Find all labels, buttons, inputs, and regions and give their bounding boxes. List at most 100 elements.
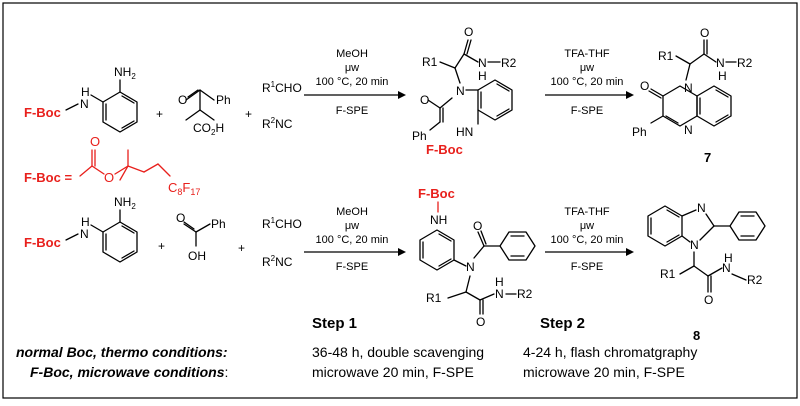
ugi-product-1: N O N H R2 R1 O Ph HN F-Boc [412, 25, 517, 157]
ketone-o-1: O [420, 93, 429, 107]
r2-label-p1: R2 [501, 56, 517, 70]
reaction-arrow-4: TFA-THF μw 100 °C, 20 min F-SPE [545, 206, 634, 273]
aniline-reactant-1: NH2 H N F-Boc [24, 65, 138, 133]
o-label-1: O [178, 93, 187, 107]
phenylglyoxylic-acid: O Ph CO2H [178, 89, 231, 137]
ph-label-1: Ph [216, 93, 231, 107]
amide-o-8: O [704, 293, 713, 307]
nh2-label-2: NH2 [114, 195, 136, 211]
amide-n-8: N [722, 261, 731, 275]
amide-h-7: H [718, 69, 727, 83]
reaction-arrow-1: MeOH μw 100 °C, 20 min F-SPE [304, 48, 406, 117]
footer-row2-label: F-Boc, microwave conditions: [30, 364, 228, 380]
cond4-mw: μw [580, 220, 594, 232]
o-label-acid: O [176, 211, 185, 225]
amide-h-1: H [478, 69, 487, 83]
benzoyl-o: O [473, 219, 482, 233]
footer-row2-step1: microwave 20 min, F-SPE [312, 364, 474, 380]
nh2-label: NH2 [114, 65, 136, 81]
cond1-temp: 100 °C, 20 min [316, 76, 389, 88]
n-label-2: N [80, 227, 89, 241]
cond4-solvent: TFA-THF [564, 206, 609, 218]
frame-border [2, 2, 798, 399]
cond3-temp: 100 °C, 20 min [316, 234, 389, 246]
r1-label-p2: R1 [426, 291, 442, 305]
cond2-mw: μw [580, 62, 594, 74]
amide-h-p2: H [495, 275, 504, 289]
r2-label-7: R2 [737, 56, 753, 70]
ring-o-7: O [640, 79, 649, 93]
benzimidazole-product-8: N N R1 O N H R2 [647, 201, 766, 307]
ph-label-7: Ph [632, 125, 647, 139]
plus-4: + [238, 241, 245, 255]
footer-row1-step1: 36-48 h, double scavenging [312, 344, 484, 360]
amide-nh-1: N [478, 56, 487, 70]
r1-label-p1: R1 [422, 55, 438, 69]
reaction-arrow-3: MeOH μw 100 °C, 20 min F-SPE [304, 206, 406, 273]
n-label: N [80, 97, 89, 111]
amide-h-8: H [724, 251, 733, 265]
r1cho-label-1: R1CHO [262, 80, 302, 95]
r2-label-8: R2 [747, 273, 763, 287]
r2nc-label-2: R2NC [262, 254, 293, 269]
cond1-workup: F-SPE [336, 105, 368, 117]
hn-label-p1: HN [456, 125, 473, 139]
plus-2: + [245, 107, 252, 121]
ring-n-7: N [684, 81, 693, 95]
c8f17-label: C8F17 [168, 180, 200, 197]
amide-o-p2: O [476, 315, 485, 329]
footer-row1-label: normal Boc, thermo conditions: [16, 344, 228, 360]
step-2-label: Step 2 [540, 315, 585, 332]
oh-label: OH [188, 249, 206, 263]
fboc-label-2: F-Boc [24, 235, 61, 250]
amide-n-p2: N [466, 260, 475, 274]
fboc-definition: F-Boc = O O C8F17 [24, 134, 200, 197]
compound-8-label: 8 [693, 328, 700, 343]
ugi-product-2: F-Boc NH N O R1 O N H R2 [418, 186, 536, 329]
cond3-solvent: MeOH [336, 206, 368, 218]
co2h-label: CO2H [193, 121, 224, 137]
cond3-workup: F-SPE [336, 261, 368, 273]
step-1-label: Step 1 [312, 315, 357, 332]
plus-3: + [158, 239, 165, 253]
compound-7-label: 7 [704, 150, 711, 165]
r2-label-p2: R2 [517, 287, 533, 301]
ring-n2-7: N [684, 123, 693, 137]
amide-o-7: O [700, 26, 709, 40]
ph-label-p1: Ph [412, 129, 427, 143]
fboc-def-label: F-Boc = [24, 170, 72, 185]
benzoic-acid: O Ph OH [176, 211, 226, 263]
fboc-label-1: F-Boc [24, 105, 61, 120]
aniline-reactant-2: NH2 H N F-Boc [24, 195, 138, 263]
amide-nh-p2: N [495, 287, 504, 301]
r1cho-label-2: R1CHO [262, 216, 302, 231]
reaction-arrow-2: TFA-THF μw 100 °C, 20 min F-SPE [545, 48, 634, 117]
r1-label-8: R1 [660, 267, 676, 281]
cond4-temp: 100 °C, 20 min [551, 234, 624, 246]
fboc-o-carbonyl: O [90, 134, 100, 149]
r2nc-label-1: R2NC [262, 116, 293, 131]
cond2-temp: 100 °C, 20 min [551, 76, 624, 88]
cond3-mw: μw [345, 220, 359, 232]
footer-row1-step2: 4-24 h, flash chromatgraphy [523, 344, 697, 360]
cond4-workup: F-SPE [571, 261, 603, 273]
nh-label-p2: NH [430, 213, 447, 227]
cond2-solvent: TFA-THF [564, 48, 609, 60]
amide-o-1: O [464, 25, 473, 39]
ring-n-8: N [697, 201, 706, 215]
ph-label-acid: Ph [211, 217, 226, 231]
amide-n-7: N [716, 56, 725, 70]
r1-label-7: R1 [658, 49, 674, 63]
cond1-solvent: MeOH [336, 48, 368, 60]
footer-row2-step2: microwave 20 min, F-SPE [523, 364, 685, 380]
amide-n-1: N [456, 84, 465, 98]
nh-label: H [81, 85, 90, 99]
fboc-label-p1: F-Boc [426, 142, 463, 157]
ring-n2-8: N [690, 238, 699, 252]
fboc-label-p2: F-Boc [418, 186, 455, 201]
fboc-o-ester: O [104, 170, 114, 185]
cond1-mw: μw [345, 62, 359, 74]
cond2-workup: F-SPE [571, 105, 603, 117]
